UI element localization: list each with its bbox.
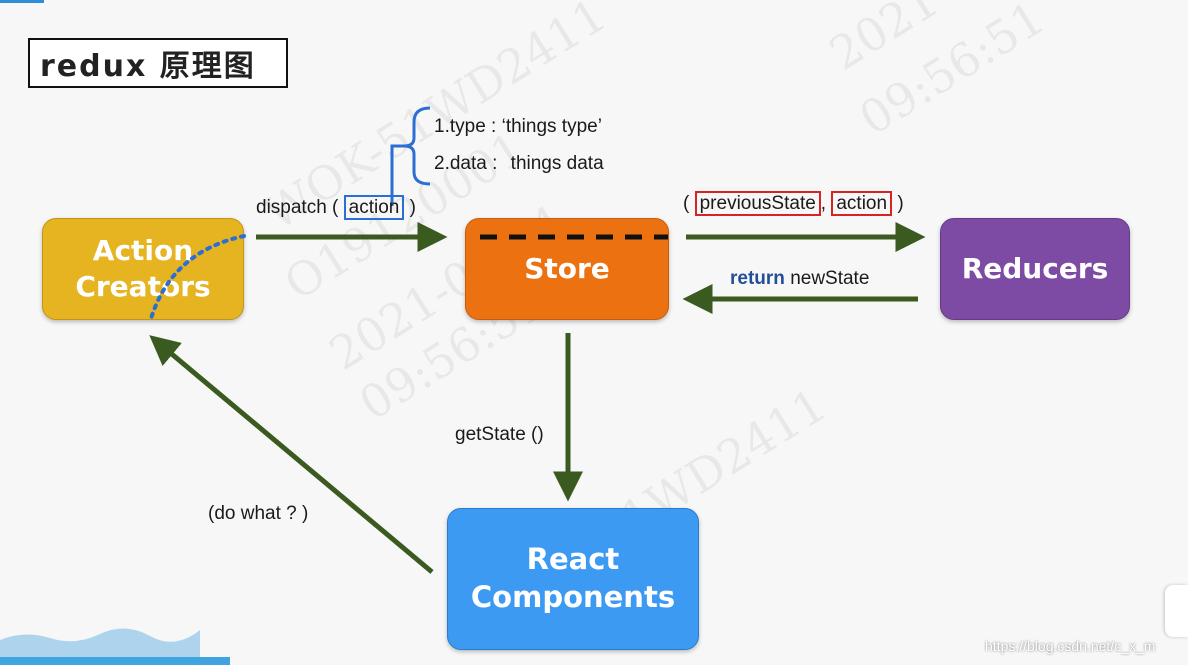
get-state-label: getState () — [455, 424, 544, 445]
reducer-call-label: ( previousState, action ) — [683, 191, 904, 216]
video-progress-bar — [0, 657, 230, 665]
return-label: return newState — [730, 268, 869, 290]
source-url: https://blog.csdn.net/c_x_m — [985, 638, 1156, 654]
reducer-call-open: ( — [683, 193, 690, 214]
dispatch-label: dispatch ( action ) — [256, 195, 416, 220]
action-data-label: 2.data : — [434, 153, 498, 174]
store-label: Store — [524, 251, 610, 285]
reducer-call-sep: , — [820, 193, 827, 214]
dotted-arc — [148, 234, 246, 324]
action-creators-node: Action Creators — [42, 218, 244, 320]
footer-wave — [0, 628, 200, 665]
side-panel-handle[interactable] — [1165, 585, 1188, 637]
react-components-label: React Components — [470, 542, 676, 614]
top-accent-bar — [0, 0, 44, 3]
return-keyword: return — [730, 268, 785, 289]
action-data-value: things data — [510, 153, 604, 174]
dispatch-prefix: dispatch ( — [256, 197, 339, 218]
do-what-label: (do what ? ) — [208, 503, 309, 524]
action-brace — [390, 106, 431, 206]
return-value: newState — [790, 268, 870, 289]
reducers-node: Reducers — [940, 218, 1130, 320]
do-what-arrow — [149, 335, 434, 574]
dispatch-suffix: ) — [409, 197, 416, 218]
reducer-call-close: ) — [897, 193, 904, 214]
react-components-node: React Components — [447, 508, 699, 650]
action-type-field: 1.type : ‘things type’ — [434, 116, 602, 137]
dispatch-action-box: action — [343, 195, 405, 220]
reducers-label: Reducers — [961, 251, 1109, 285]
diagram-title-text: redux 原理图 — [40, 49, 256, 84]
reducer-action-box: action — [831, 191, 893, 216]
diagram-title: redux 原理图 — [28, 38, 288, 88]
previous-state-box: previousState — [694, 191, 821, 216]
action-creators-label: Action Creators — [75, 233, 211, 303]
action-data-field: 2.data : things data — [434, 153, 604, 175]
